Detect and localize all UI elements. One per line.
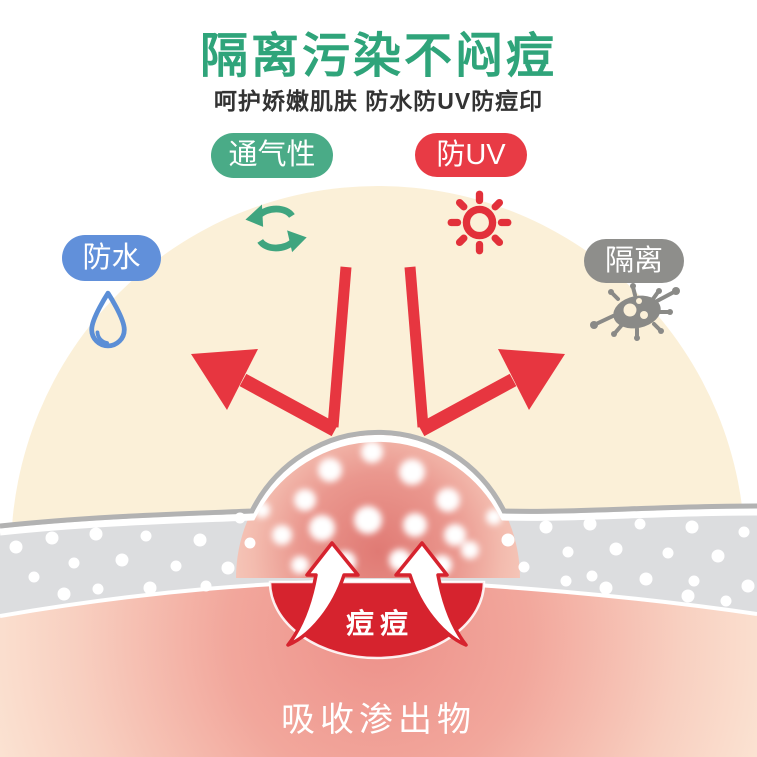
absorb-arrows: [286, 541, 468, 647]
sun-icon: [447, 190, 512, 255]
absorb-caption: 吸收渗出物: [281, 701, 476, 739]
feature-pill-anti-uv: 防UV: [415, 133, 527, 177]
pimple-label: 痘痘: [346, 608, 414, 639]
absorb-arrow-left: [286, 541, 360, 647]
feature-pill-isolation: 隔离: [584, 239, 684, 283]
germ-icon: [590, 283, 680, 341]
deflect-arrows: [191, 266, 565, 437]
page-title: 隔离污染不闷痘: [199, 30, 557, 83]
skin-layer: [0, 581, 757, 757]
feature-pill-breathability: 通气性: [211, 133, 333, 178]
cycle-arrows-icon: [245, 204, 307, 253]
patch-pore-dots: [9, 512, 755, 607]
deflect-arrow-left: [191, 266, 352, 437]
page-subtitle: 呵护娇嫩肌肤 防水防UV防痘印: [213, 88, 544, 114]
feature-pill-waterproof: 防水: [62, 235, 161, 281]
absorbed-exudate-dots: [254, 441, 502, 575]
water-drop-icon: [89, 290, 127, 349]
band-inner-lining: [0, 434, 757, 536]
deflect-arrow-right: [404, 266, 565, 437]
absorb-arrow-right: [394, 541, 468, 647]
band-top-edge: [0, 429, 757, 529]
